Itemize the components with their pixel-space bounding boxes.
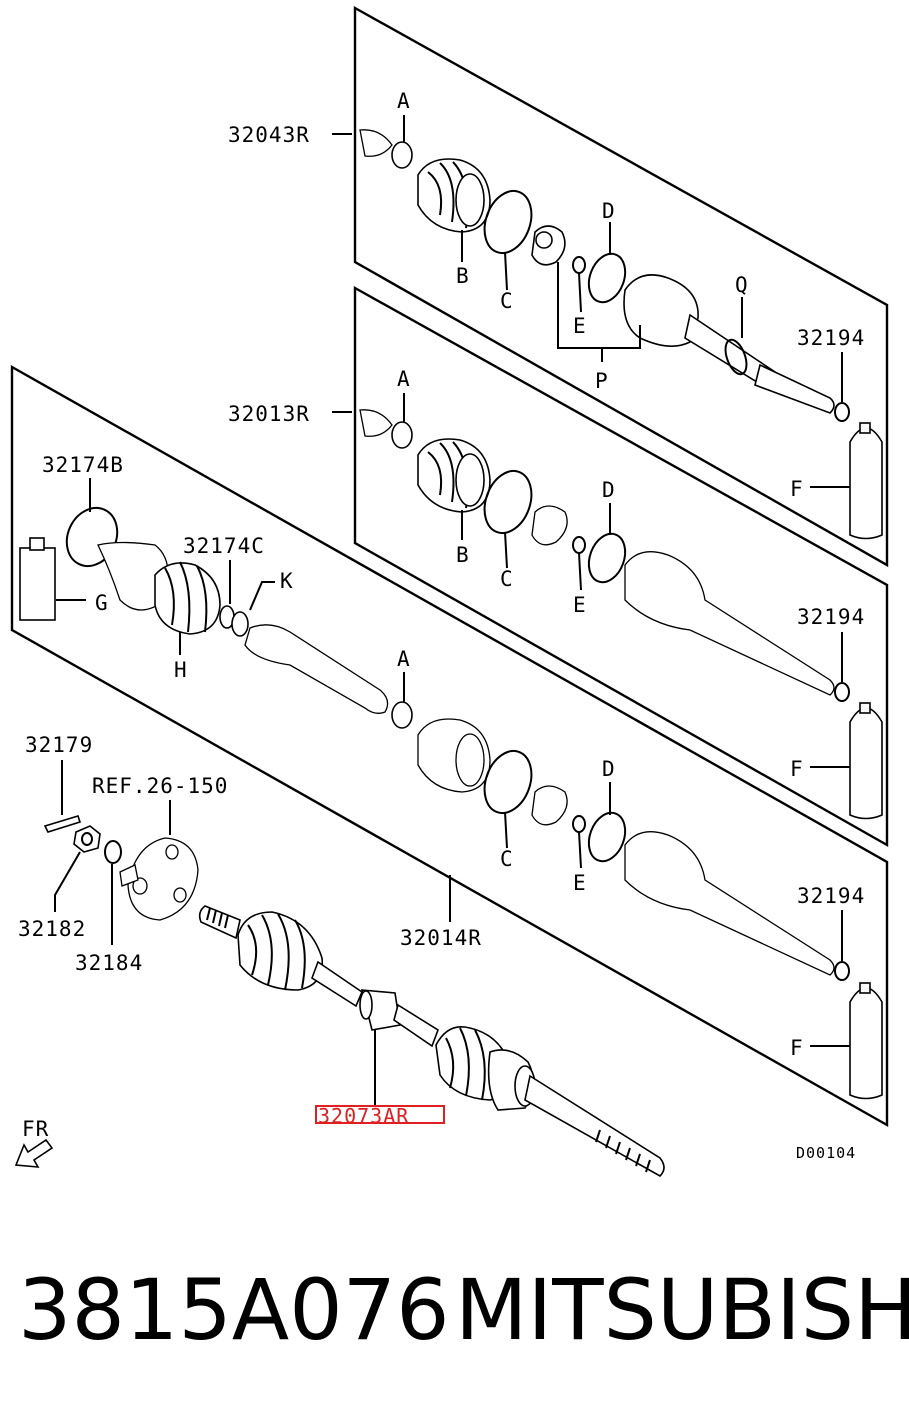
label-32013R: 32013R — [228, 402, 310, 426]
label-32073AR[interactable]: 32073AR — [318, 1104, 409, 1128]
label-A-2: A — [397, 367, 411, 391]
label-32014R: 32014R — [400, 926, 482, 950]
label-32174C: 32174C — [183, 534, 265, 558]
label-Q: Q — [735, 273, 749, 297]
group-32013R: 32013R A B C E D 32194 F — [228, 367, 883, 820]
label-32194-2: 32194 — [797, 605, 865, 629]
label-32184: 32184 — [75, 951, 143, 975]
label-32194-3: 32194 — [797, 884, 865, 908]
front-direction-marker: FR — [14, 1117, 54, 1168]
label-C-1: C — [500, 289, 514, 313]
label-D-3: D — [602, 757, 616, 781]
group-32014R: 32174B G H 32174C K A C — [19, 453, 883, 1100]
label-FR: FR — [22, 1117, 49, 1141]
drive-shaft-assembly: 32073AR — [198, 905, 665, 1177]
brand-name: MITSUBISHI — [455, 1261, 909, 1359]
label-E-1: E — [573, 314, 587, 338]
drawing-code: D00104 — [796, 1144, 856, 1162]
label-32179: 32179 — [25, 733, 93, 757]
label-32182: 32182 — [18, 917, 86, 941]
caption: 3815A076 MITSUBISHI — [0, 1260, 909, 1380]
label-32043R: 32043R — [228, 123, 310, 147]
label-C-2: C — [500, 567, 514, 591]
label-D-2: D — [602, 478, 616, 502]
label-B-1: B — [456, 264, 470, 288]
part-number: 3815A076 — [18, 1261, 450, 1359]
label-32174B: 32174B — [42, 453, 124, 477]
label-C-3: C — [500, 847, 514, 871]
label-D-1: D — [602, 199, 616, 223]
group-hub-parts: 32179 REF.26-150 32182 32184 — [18, 733, 228, 975]
label-P: P — [595, 369, 609, 393]
highlight-box-32073AR — [315, 1105, 445, 1124]
label-B-2: B — [456, 543, 470, 567]
label-E-3: E — [573, 871, 587, 895]
label-F-1: F — [790, 477, 804, 501]
label-K: K — [280, 569, 294, 593]
label-G: G — [95, 591, 109, 615]
label-A-1: A — [397, 89, 411, 113]
label-32194-1: 32194 — [797, 326, 865, 350]
group-32043R: 32043R A B C E D Q P — [228, 89, 883, 540]
label-ref: REF.26-150 — [92, 774, 228, 798]
label-A-3: A — [397, 647, 411, 671]
label-F-2: F — [790, 757, 804, 781]
fr-arrow-icon — [14, 1138, 54, 1168]
label-F-3: F — [790, 1036, 804, 1060]
label-E-2: E — [573, 593, 587, 617]
exploded-parts-diagram: 32043R A B C E D Q P — [10, 5, 889, 1177]
label-H: H — [174, 658, 188, 682]
